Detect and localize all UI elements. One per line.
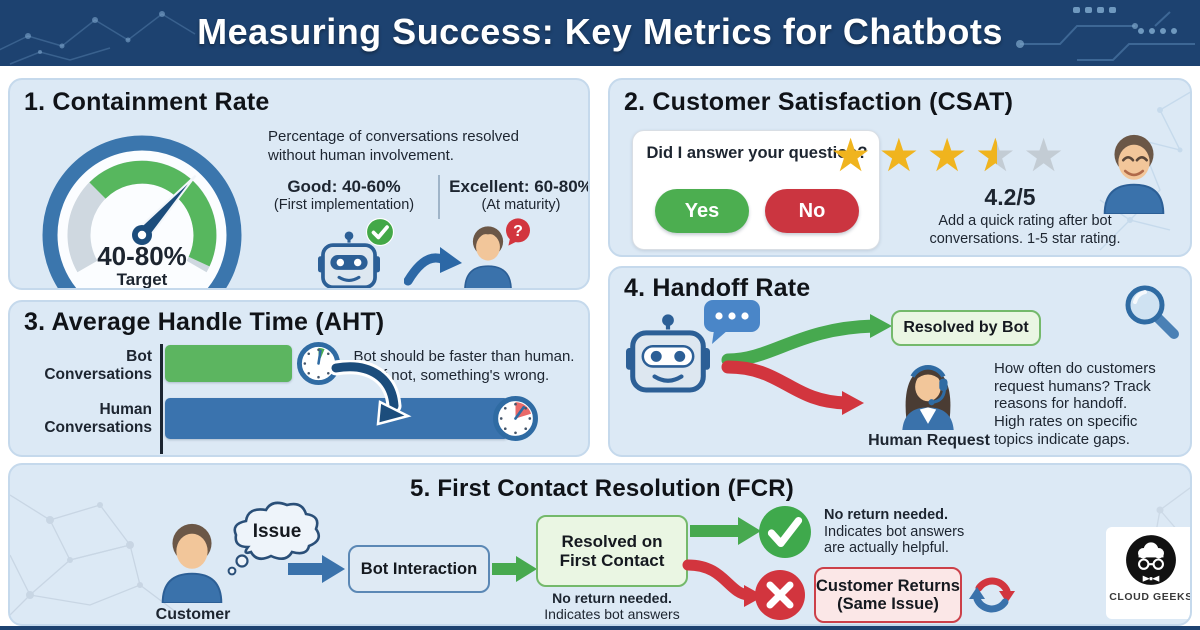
panel-aht: 3. Average Handle Time (AHT) Bot Convers…	[8, 300, 590, 457]
green-flow-arrow	[721, 319, 881, 367]
gauge-target-label: Target	[116, 270, 168, 289]
page-title: Measuring Success: Key Metrics for Chatb…	[197, 11, 1003, 52]
divider	[438, 175, 440, 219]
question-bubble-icon: ?	[506, 218, 530, 246]
resolved-note-bold: No return needed.	[552, 590, 672, 606]
fail-x-icon	[755, 570, 805, 620]
chart-axis	[160, 344, 163, 454]
circuit-decoration	[1016, 11, 1195, 61]
success-note-bold: No return needed.	[824, 507, 949, 523]
csat-score: 4.2/5	[984, 184, 1036, 210]
svg-text:?: ?	[513, 223, 523, 240]
refresh-icon	[969, 577, 1015, 613]
aht-curved-arrow-icon	[328, 360, 412, 426]
star-icon[interactable]: ★	[1023, 129, 1065, 181]
flow-arrow-green-icon	[690, 517, 761, 545]
bar-human-conversations	[165, 398, 509, 439]
star-half-icon[interactable]: ★★	[974, 129, 1016, 181]
header-banner: Measuring Success: Key Metrics for Chatb…	[0, 0, 1200, 66]
panel-handoff-rate: 4. Handoff Rate	[608, 266, 1192, 457]
section-title: 2. Customer Satisfaction (CSAT)	[624, 88, 1014, 116]
issue-label: Issue	[253, 521, 302, 542]
cloud-geeks-logo: CLOUD GEEKS	[1106, 527, 1192, 619]
human-request-label: Human Request	[868, 432, 990, 449]
handoff-arrow-icon	[404, 247, 462, 286]
gauge-value: 40-80%	[97, 241, 187, 271]
csat-question-card: Did I answer your question? Yes No	[632, 130, 880, 250]
section-title: 4. Handoff Rate	[624, 274, 811, 302]
resolved-by-bot-box: Resolved by Bot	[891, 310, 1041, 346]
handoff-description: How often do customers request humans? T…	[994, 360, 1156, 448]
section-title: 3. Average Handle Time (AHT)	[24, 308, 385, 336]
star-rating[interactable]: ★★★★★★	[830, 132, 1071, 178]
success-check-icon	[759, 506, 811, 558]
cloud-geeks-logo-icon	[1126, 535, 1176, 585]
star-icon[interactable]: ★	[878, 129, 920, 181]
panel-fcr: 5. First Contact Resolution (FCR) Custom…	[8, 463, 1192, 626]
headset-agent-icon	[902, 365, 954, 430]
network-decoration	[0, 11, 196, 65]
no-button[interactable]: No	[765, 189, 859, 233]
red-flow-arrow	[721, 360, 853, 410]
bottom-strip	[0, 626, 1200, 630]
good-range-title: Good: 40-60%	[287, 177, 401, 196]
network-decoration	[10, 494, 183, 618]
aht-note: Bot should be faster than human. If not,…	[353, 348, 575, 384]
csat-avatar-icon	[1103, 134, 1165, 214]
handoff-flow-arrows	[721, 314, 892, 415]
excellent-range-subtitle: (At maturity)	[481, 197, 561, 213]
resolved-note-rest: Indicates bot answers are actually helpf…	[544, 605, 680, 624]
magnifier-icon	[1125, 285, 1179, 339]
star-icon[interactable]: ★	[926, 129, 968, 181]
bar-bot-conversations	[165, 345, 292, 382]
flow-arrow-green-icon	[492, 556, 537, 582]
resolved-by-bot-label: Resolved by Bot	[903, 319, 1029, 337]
yes-button[interactable]: Yes	[655, 189, 749, 233]
panel-csat: 2. Customer Satisfaction (CSAT) Did I an…	[608, 78, 1192, 257]
customer-returns-label: Customer Returns (Same Issue)	[816, 576, 960, 613]
cloud-geeks-logo-text: CLOUD GEEKS	[1109, 591, 1192, 603]
customer-avatar-icon	[161, 523, 223, 603]
gauge-icon	[42, 135, 242, 288]
csat-caption: Add a quick rating after bot conversatio…	[929, 213, 1121, 248]
robot-icon	[318, 231, 380, 288]
csat-question: Did I answer your question?	[646, 144, 868, 162]
success-note: No return needed. Indicates bot answers …	[824, 507, 984, 557]
excellent-range-title: Excellent: 60-80%	[449, 177, 590, 196]
bot-interaction-label: Bot Interaction	[360, 559, 478, 578]
handoff-robot-icon	[626, 314, 710, 393]
resolved-first-contact-box: Resolved on First Contact	[536, 515, 688, 587]
star-icon[interactable]: ★	[830, 129, 872, 181]
bar-label-bot: Bot Conversations	[44, 348, 152, 383]
resolved-first-contact-label: Resolved on First Contact	[559, 531, 665, 570]
customer-label: Customer	[155, 606, 231, 623]
panel-containment-rate: 1. Containment Rate 40-80% Target Percen…	[8, 78, 590, 290]
thought-bubble-icon: Issue	[227, 501, 321, 576]
clock-icon-human	[493, 396, 538, 441]
chat-dots-icon	[704, 300, 760, 344]
customer-returns-box: Customer Returns (Same Issue)	[814, 567, 962, 623]
check-badge-icon	[366, 218, 394, 246]
section-title: 1. Containment Rate	[24, 88, 270, 116]
success-note-rest: Indicates bot answers are actually helpf…	[824, 523, 965, 557]
header-dots-decoration	[1073, 7, 1116, 13]
containment-description: Percentage of conversations resolved wit…	[268, 128, 519, 164]
flow-arrow-blue-icon	[288, 555, 345, 583]
bar-label-human: Human Conversations	[44, 401, 152, 436]
section-title: 5. First Contact Resolution (FCR)	[410, 475, 794, 502]
fail-curve-arrow	[682, 559, 764, 607]
good-range-subtitle: (First implementation)	[273, 197, 415, 213]
bot-interaction-box: Bot Interaction	[348, 545, 490, 593]
header-dots-decoration	[1138, 28, 1177, 34]
user-icon	[464, 226, 512, 288]
resolved-note: No return needed. Indicates bot answers …	[506, 590, 718, 624]
